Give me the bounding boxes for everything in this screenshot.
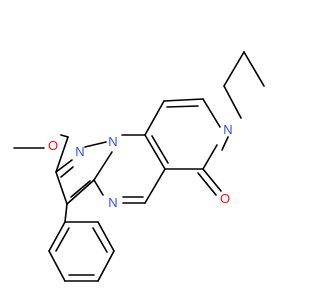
- bond-butyl-3: [223, 85, 242, 119]
- bond-ch2-o: [60, 134, 69, 138]
- bond-ph-3: [97, 250, 115, 282]
- bond-ph-6: [48, 221, 66, 252]
- bond-c3-c3a-inner: [70, 180, 91, 198]
- atom-labels: N O O N N N: [48, 122, 233, 210]
- bonds: [13, 51, 265, 282]
- molecule-svg: N O O N N N: [0, 0, 300, 300]
- bond-ph-6-inner: [55, 227, 70, 252]
- bond-ph-2: [97, 221, 115, 252]
- bond-c7-c8: [163, 98, 204, 102]
- bond-c3-c3a: [66, 179, 95, 205]
- bond-c7-c8-inner: [166, 105, 199, 108]
- molecule-structure-diagram: N O O N N N: [0, 0, 300, 300]
- bond-c3a-n8a: [93, 151, 113, 181]
- bond-carbonyl-a: [202, 168, 222, 192]
- bond-n1-c2-inner: [60, 166, 74, 178]
- bond-carbonyl-b: [197, 172, 217, 196]
- bond-c11-n6: [202, 144, 218, 170]
- atom-o-ether: O: [48, 138, 58, 153]
- bond-c3-ph: [64, 203, 68, 223]
- background: [0, 0, 300, 300]
- bond-c2-ch2: [55, 136, 69, 173]
- bond-c2-c3: [55, 171, 68, 205]
- bond-n6-c7: [202, 98, 221, 128]
- bond-n8a-n1: [84, 141, 107, 148]
- bond-butyl-1: [243, 51, 265, 87]
- atom-n-pyrazole-2: N: [75, 144, 84, 159]
- bond-c9-c10-inner: [151, 135, 169, 164]
- atom-o-carbonyl: O: [220, 191, 230, 206]
- bond-butyl-2: [223, 51, 245, 87]
- bond-ph-5: [48, 250, 66, 282]
- bond-c10-c12: [144, 168, 166, 204]
- bond-n1-c2: [55, 159, 73, 173]
- bond-c9-c10: [144, 134, 166, 170]
- bond-ph-2-inner: [92, 227, 108, 253]
- bond-butyl-4: [221, 136, 229, 151]
- atom-n-pyrimidine: N: [108, 195, 117, 210]
- atom-n-pyrazole-1: N: [108, 134, 117, 149]
- atom-n-pyridinone: N: [223, 122, 232, 137]
- bond-c8-c9: [144, 100, 165, 136]
- bond-n13-c3a: [93, 179, 104, 196]
